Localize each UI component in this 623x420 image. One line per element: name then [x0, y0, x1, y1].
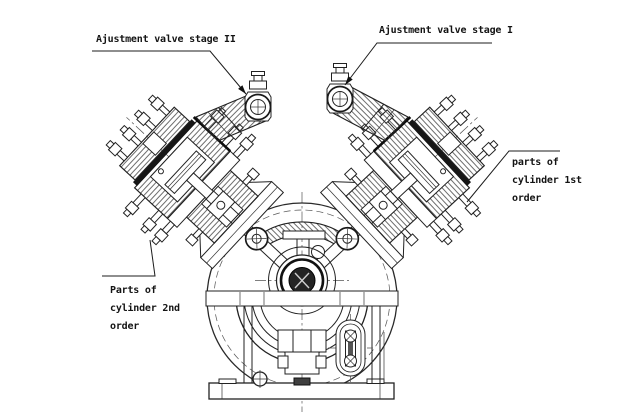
- leader-cylinder-1st: [466, 150, 560, 203]
- support-leg-right: [371, 306, 385, 383]
- label-line: cylinder 1st: [512, 175, 582, 186]
- label-line: cylinder 2nd: [110, 303, 180, 314]
- label-line: order: [512, 193, 542, 204]
- crosshead-pin: [311, 245, 325, 259]
- leader-valve-stage-i: [344, 42, 492, 86]
- label-parts-cylinder-2nd: Parts of cylinder 2nd order: [110, 282, 180, 336]
- label-parts-cylinder-1st: parts of cylinder 1st order: [512, 154, 582, 208]
- drain-plug: [251, 370, 269, 388]
- label-line: Parts of: [110, 285, 157, 296]
- label-line: parts of: [512, 157, 559, 168]
- base-plate: [208, 378, 395, 400]
- arrowhead: [238, 85, 246, 94]
- main-flange: [205, 290, 399, 307]
- label-line: order: [110, 321, 140, 332]
- oil-sight-glass: [328, 314, 373, 382]
- leader-cylinder-2nd: [102, 239, 156, 277]
- label-adjustment-valve-stage-ii: Ajustment valve stage II: [96, 34, 236, 45]
- pedestal: [277, 329, 327, 386]
- frame-web: [282, 230, 326, 240]
- support-leg-left: [243, 306, 253, 383]
- label-adjustment-valve-stage-i: Ajustment valve stage I: [379, 25, 513, 36]
- arrowhead: [345, 76, 353, 85]
- leader-valve-stage-ii: [92, 50, 247, 95]
